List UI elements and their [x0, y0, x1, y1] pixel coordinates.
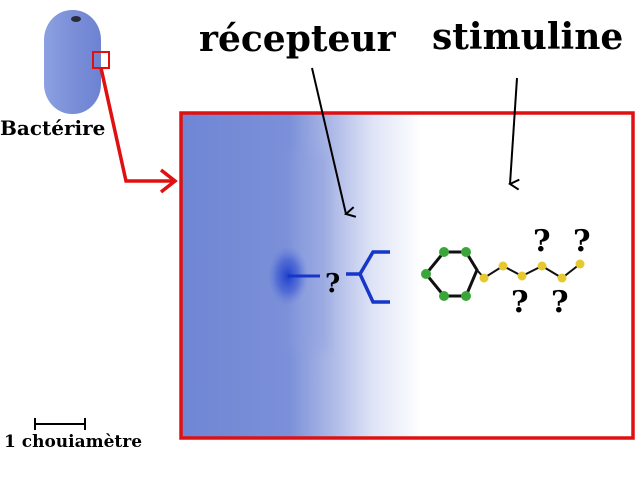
bacterium-dot — [71, 16, 81, 22]
chain-node — [575, 259, 585, 269]
question-mark-stimuline: ? — [573, 224, 591, 259]
bacterium-body — [44, 10, 101, 114]
ring-node — [421, 269, 431, 279]
question-mark-stimuline: ? — [511, 285, 529, 320]
stimuline-molecule — [421, 247, 585, 301]
question-mark-stimuline: ? — [533, 224, 551, 259]
chain-node — [557, 273, 567, 283]
question-mark-stimuline: ? — [551, 285, 569, 320]
bacterium-label: Bactérire — [0, 116, 106, 140]
scale-label: 1 chouiamètre — [4, 432, 143, 452]
chain-node — [498, 261, 508, 271]
pointer-arrows — [311, 67, 517, 214]
zoom-panel-border — [179, 111, 635, 440]
bacterium — [44, 10, 110, 114]
ring-node — [439, 291, 449, 301]
chain-node — [479, 273, 489, 283]
stimuline-label: stimuline — [432, 16, 624, 58]
chain-node — [517, 271, 527, 281]
ring-node — [439, 247, 449, 257]
zoom-arrow — [99, 67, 178, 194]
recepteur-pointer-arrow — [311, 67, 346, 214]
unknown-marks: ? ? ? ? ? — [325, 224, 591, 320]
chain-node — [537, 261, 547, 271]
recepteur-label: récepteur — [199, 18, 396, 60]
ring-node — [461, 291, 471, 301]
question-mark-receptor: ? — [325, 269, 340, 299]
stimuline-pointer-arrow — [510, 77, 517, 184]
scale-bar — [34, 418, 86, 430]
ring-node — [461, 247, 471, 257]
receptor — [268, 246, 390, 306]
